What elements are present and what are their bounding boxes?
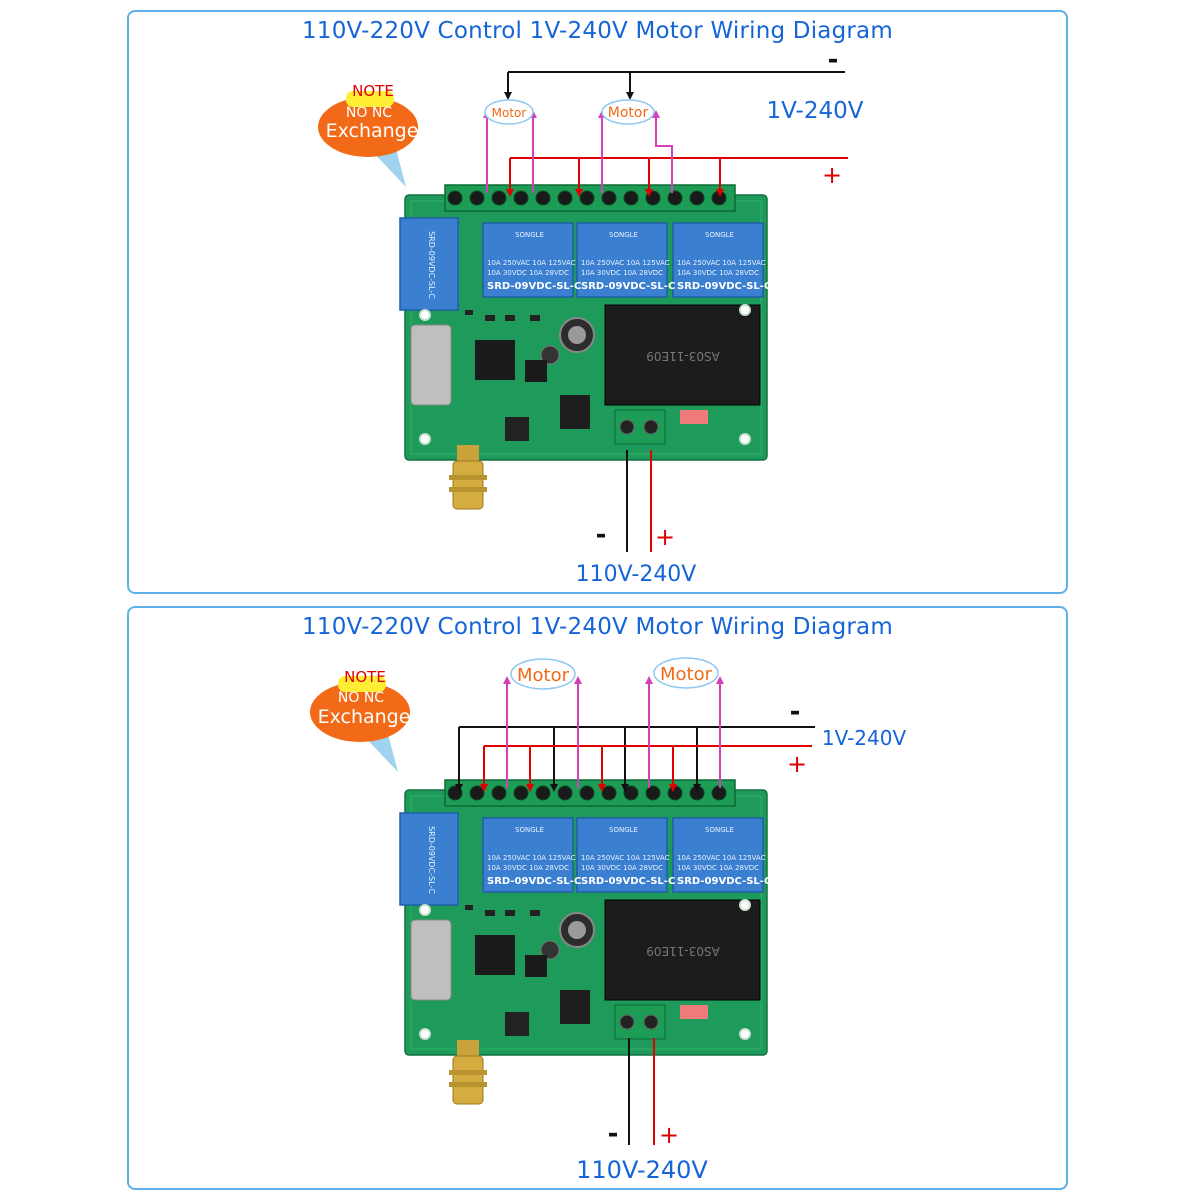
- diagram-1: NOTE NO NC Exchange Motor Motor 1V-240V …: [318, 45, 864, 587]
- load-voltage-label: 1V-240V: [822, 726, 907, 750]
- note-heading: NOTE: [344, 668, 386, 686]
- note-line-2: Exchange: [318, 706, 411, 728]
- supply-voltage-label: 110V-240V: [576, 562, 697, 587]
- relay-module-board: [399, 184, 773, 510]
- note-line-2: Exchange: [326, 120, 419, 142]
- load-positive-wire: [506, 157, 848, 197]
- load-plus-sign: +: [787, 750, 807, 778]
- relay-module-board: [399, 779, 773, 1105]
- diagram-title: 110V-220V Control 1V-240V Motor Wiring D…: [302, 18, 893, 44]
- load-voltage-label: 1V-240V: [767, 98, 864, 124]
- motor-2-oval: [601, 99, 655, 125]
- diagram-2: NOTE NO NC Exchange Motor Motor 1V-240V …: [310, 657, 907, 1184]
- motor-wires: [483, 110, 673, 193]
- load-minus-sign: -: [828, 45, 839, 75]
- diagram-title: 110V-220V Control 1V-240V Motor Wiring D…: [302, 614, 893, 640]
- motor-2-label: Motor: [660, 664, 713, 685]
- motor-wires: [503, 676, 724, 788]
- note-line-1: NO NC: [346, 105, 392, 121]
- supply-minus-sign: -: [608, 1119, 619, 1149]
- load-plus-sign: +: [822, 161, 842, 189]
- supply-minus-sign: -: [596, 520, 607, 550]
- motor-2-label: Motor: [608, 105, 649, 121]
- load-negative-wire: [455, 726, 815, 792]
- motor-1-label: Motor: [492, 106, 527, 120]
- note-line-1: NO NC: [338, 690, 384, 706]
- motor-1-label: Motor: [517, 665, 570, 686]
- note-heading: NOTE: [352, 82, 394, 100]
- supply-voltage-label: 110V-240V: [576, 1156, 708, 1184]
- supply-plus-sign: +: [659, 1121, 679, 1149]
- load-negative-wire: [504, 71, 845, 100]
- motor-2-oval: [653, 657, 719, 689]
- supply-plus-sign: +: [655, 523, 675, 551]
- load-minus-sign: -: [790, 697, 801, 727]
- motor-1-oval: [510, 658, 576, 690]
- motor-1-oval: [484, 99, 534, 125]
